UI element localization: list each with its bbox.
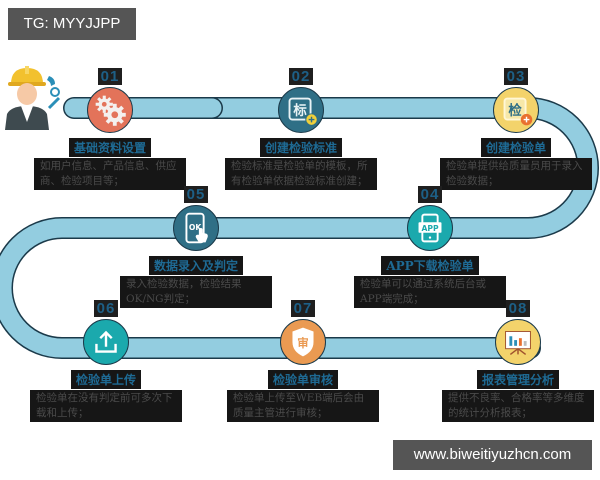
- step-number: 07: [290, 300, 316, 317]
- svg-text:检: 检: [508, 102, 522, 119]
- step-description: 检验单可以通过系统后台或APP端完成；: [354, 276, 506, 308]
- step-description: 提供不良率、合格率等多维度的统计分析报表；: [442, 390, 594, 422]
- step-04: 04 APP APP下载检验单 检验单可以通过系统后台或APP端完成；: [350, 184, 510, 308]
- watermark-bottom: www.biweitiyuzhcn.com: [393, 440, 592, 470]
- step-title: 创建检验单: [480, 138, 551, 157]
- step-06: 06 检验单上传 检验单在没有判定前可多次下载和上传；: [26, 298, 186, 422]
- watermark-top: TG: MYYJJPP: [8, 8, 136, 40]
- svg-text:APP: APP: [421, 224, 439, 233]
- ok-phone-icon: OK: [185, 212, 208, 244]
- shield-review-icon: 审: [292, 327, 314, 357]
- step-08: 08 报表管理分析 提供不良率、合格率等多维度的统计分析报表；: [438, 298, 598, 422]
- svg-text:审: 审: [297, 336, 308, 350]
- svg-text:OK: OK: [189, 223, 202, 232]
- step-title: 基础资料设置: [68, 138, 151, 157]
- step-description: 检验标准是检验单的模板，所有检验单依据检验标准创建；: [225, 158, 377, 190]
- step-title: 创建检验标准: [259, 138, 342, 157]
- step-08-circle[interactable]: [495, 319, 541, 365]
- app-phone-icon: APP: [418, 213, 442, 243]
- step-number: 02: [288, 68, 314, 85]
- step-description: 检验单提供给质量员用于录入检验数据；: [440, 158, 592, 190]
- step-number: 06: [93, 300, 119, 317]
- upload-icon: [95, 330, 117, 353]
- step-title: 报表管理分析: [476, 370, 559, 389]
- step-number: 08: [505, 300, 531, 317]
- step-04-circle[interactable]: APP: [407, 205, 453, 251]
- svg-text:标: 标: [292, 102, 307, 119]
- step-title: 数据录入及判定: [148, 256, 243, 275]
- step-05: 05 OK 数据录入及判定 录入检验数据，检验结果OK/NG判定；: [116, 184, 276, 308]
- step-01-circle[interactable]: [87, 87, 133, 133]
- step-number: 03: [503, 68, 529, 85]
- step-description: 检验单上传至WEB端后会由质量主管进行审核；: [227, 390, 379, 422]
- standard-add-icon: 标: [288, 97, 318, 126]
- inspection-add-icon: 检: [503, 97, 533, 126]
- step-title: APP下载检验单: [381, 256, 479, 275]
- step-description: 检验单在没有判定前可多次下载和上传；: [30, 390, 182, 422]
- report-board-icon: [505, 331, 531, 356]
- step-05-circle[interactable]: OK: [173, 205, 219, 251]
- step-07-circle[interactable]: 审: [280, 319, 326, 365]
- step-title: 检验单上传: [70, 370, 141, 389]
- step-number: 01: [97, 68, 123, 85]
- step-number: 05: [183, 186, 209, 203]
- step-02: 02 标 创建检验标准 检验标准是检验单的模板，所有检验单依据检验标准创建；: [221, 66, 381, 190]
- engineer-avatar-icon: [5, 66, 61, 130]
- step-06-circle[interactable]: [83, 319, 129, 365]
- step-number: 04: [417, 186, 443, 203]
- step-03: 03 检 创建检验单 检验单提供给质量员用于录入检验数据；: [436, 66, 596, 190]
- gears-icon: [95, 95, 126, 126]
- step-title: 检验单审核: [267, 370, 338, 389]
- step-description: 如用户信息、产品信息、供应商、检验项目等；: [34, 158, 186, 190]
- step-description: 录入检验数据，检验结果OK/NG判定；: [120, 276, 272, 308]
- step-01: 01 基础资料设置 如用户信息、产品信息、供应商、检验项目等；: [30, 66, 190, 190]
- step-07: 07 审 检验单审核 检验单上传至WEB端后会由质量主管进行审核；: [223, 298, 383, 422]
- step-02-circle[interactable]: 标: [278, 87, 324, 133]
- step-03-circle[interactable]: 检: [493, 87, 539, 133]
